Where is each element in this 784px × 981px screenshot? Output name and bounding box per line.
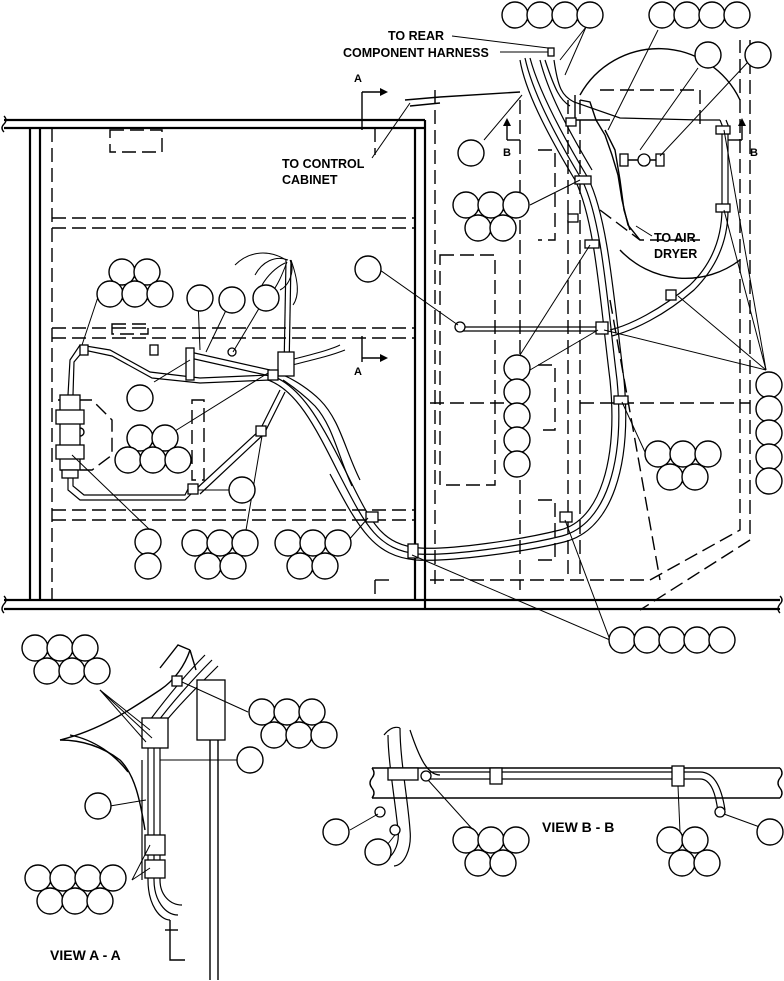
connector-left <box>55 394 85 479</box>
section-arrow-b-left: B <box>503 118 520 159</box>
callout-bubbles-main <box>96 1 783 654</box>
section-label-b-right: B <box>750 147 758 159</box>
main-harness <box>67 57 729 561</box>
callout-to-control: TO CONTROL CABINET <box>282 102 411 187</box>
view-bb-label: VIEW B - B <box>542 819 614 835</box>
harness-clamps <box>79 47 731 559</box>
callout-to-rear: TO REAR COMPONENT HARNESS <box>343 29 549 60</box>
to-control-label-line2: CABINET <box>282 173 338 187</box>
to-air-label-line2: DRYER <box>654 247 697 261</box>
to-air-label-line1: TO AIR <box>654 231 696 245</box>
section-arrow-b-right: B <box>728 118 758 159</box>
section-arrow-a-top: A <box>354 73 388 130</box>
section-label-a-bottom: A <box>354 366 362 378</box>
view-aa: VIEW A - A <box>21 634 338 980</box>
view-aa-label: VIEW A - A <box>50 947 121 963</box>
section-label-a-top: A <box>354 73 362 85</box>
main-frame <box>1 40 783 614</box>
callout-to-air-dryer: TO AIR DRYER <box>635 225 697 261</box>
to-rear-label-line2: COMPONENT HARNESS <box>343 46 489 60</box>
section-arrow-a-bottom: A <box>354 336 388 378</box>
to-rear-label-line1: TO REAR <box>388 29 444 43</box>
view-bb: VIEW B - B <box>322 726 784 877</box>
to-control-label-line1: TO CONTROL <box>282 157 365 171</box>
section-label-b-left: B <box>503 147 511 159</box>
